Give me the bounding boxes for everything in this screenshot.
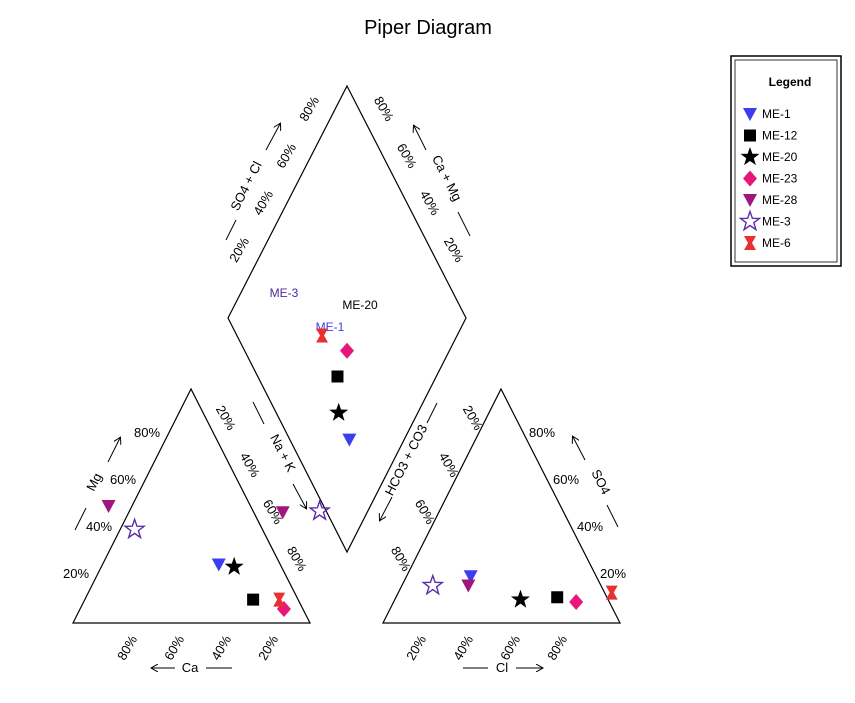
camg-axis-label-group: Ca + Mg <box>414 126 471 237</box>
anion-triangle <box>382 387 621 624</box>
so4-tick-80: 80% <box>529 425 555 440</box>
camg-tick-80: 80% <box>371 94 397 124</box>
anion-point-me20 <box>510 589 530 608</box>
cl-tick-80: 80% <box>544 632 570 662</box>
so4cl-tick-80: 80% <box>296 93 322 123</box>
legend-label-me12: ME-12 <box>762 129 798 143</box>
chart-title: Piper Diagram <box>364 17 492 39</box>
legend-marker-me20 <box>740 147 760 166</box>
so4cl-tick-60: 60% <box>273 140 299 170</box>
diamond-point-me28 <box>275 506 290 520</box>
anion-point-me12 <box>551 591 564 604</box>
ca-tick-80: 80% <box>114 632 140 662</box>
legend-label-me23: ME-23 <box>762 172 798 186</box>
mg-tick-60: 60% <box>110 472 136 487</box>
legend-label-me6: ME-6 <box>762 236 791 250</box>
cation-point-me1 <box>211 558 226 572</box>
legend-marker-me1 <box>743 108 757 121</box>
cation-point-me12 <box>247 593 260 606</box>
ca-tick-20: 20% <box>255 632 281 662</box>
hco3-axis-label: HCO3 + CO3 <box>382 422 431 498</box>
anion-point-me1 <box>463 570 478 584</box>
so4-tick-60: 60% <box>553 472 579 487</box>
camg-tick-60: 60% <box>394 141 420 171</box>
cl-tick-20: 20% <box>403 632 429 662</box>
so4-tick-40: 40% <box>577 519 603 534</box>
mg-axis-label: Mg <box>83 471 105 494</box>
cl-axis-label: Cl <box>496 660 508 675</box>
so4-axis-label-group: SO4 <box>573 437 619 528</box>
nak-tick-80: 80% <box>284 544 310 574</box>
legend-title: Legend <box>769 75 812 89</box>
cation-point-me28 <box>101 500 116 513</box>
hco3-tick-20: 20% <box>460 403 486 433</box>
diamond-point-me1 <box>342 433 357 447</box>
ca-tick-60: 60% <box>161 632 187 662</box>
so4-axis-label: SO4 <box>588 467 613 497</box>
diamond-point-me23 <box>340 342 354 359</box>
cl-tick-40: 40% <box>450 632 476 662</box>
diamond-point-me3 <box>308 498 332 521</box>
nak-tick-40: 40% <box>237 450 263 480</box>
legend-label-me28: ME-28 <box>762 193 798 207</box>
diamond-point-me6 <box>316 328 329 343</box>
cl-axis-label-group: Cl <box>463 660 542 675</box>
mg-tick-20: 20% <box>63 566 89 581</box>
legend-marker-me6 <box>744 236 756 250</box>
anion-point-me3 <box>421 573 445 596</box>
legend-label-me20: ME-20 <box>762 150 798 164</box>
ca-axis-label: Ca <box>182 660 199 675</box>
hco3-ticks: 20% 40% 60% 80% <box>388 403 486 574</box>
so4-tick-20: 20% <box>600 566 626 581</box>
ca-tick-40: 40% <box>208 632 234 662</box>
so4-ticks: 20% 40% 60% 80% <box>529 425 626 581</box>
mg-tick-80: 80% <box>134 425 160 440</box>
nak-tick-20: 20% <box>213 403 239 433</box>
legend-label-me1: ME-1 <box>762 107 791 121</box>
ca-ticks: 80% 60% 40% 20% <box>114 632 281 662</box>
camg-tick-20: 20% <box>441 235 467 265</box>
cation-triangle <box>72 387 311 624</box>
legend-marker-me12 <box>744 129 756 142</box>
camg-tick-40: 40% <box>417 188 443 218</box>
anion-point-me28 <box>461 579 476 593</box>
point-label-me20: ME-20 <box>342 298 378 312</box>
so4cl-tick-40: 40% <box>250 187 276 217</box>
point-label-me3: ME-3 <box>270 286 299 300</box>
mg-ticks: 20% 40% 60% 80% <box>63 425 160 581</box>
anion-point-me6 <box>605 585 618 600</box>
ca-axis-label-group: Ca <box>152 660 232 675</box>
anion-point-me23 <box>569 593 584 610</box>
cation-point-me6 <box>273 592 286 607</box>
cation-point-me3 <box>123 517 147 540</box>
central-diamond <box>227 84 467 554</box>
hco3-tick-40: 40% <box>436 450 462 480</box>
data-markers <box>101 328 618 617</box>
legend-marker-me3 <box>738 209 762 232</box>
legend-marker-me23 <box>743 170 757 187</box>
legend-inner-box <box>734 59 838 263</box>
diamond-point-me12 <box>331 370 344 383</box>
legend-marker-me28 <box>743 194 757 207</box>
so4cl-axis-label-group: SO4 + Cl <box>225 124 280 241</box>
so4cl-tick-20: 20% <box>226 234 252 264</box>
nak-axis-label: Na + K <box>267 432 299 475</box>
legend-label-me3: ME-3 <box>762 215 791 229</box>
cl-tick-60: 60% <box>497 632 523 662</box>
cl-ticks: 20% 40% 60% 80% <box>403 632 570 662</box>
diamond-point-me20 <box>329 402 349 421</box>
cation-point-me20 <box>224 556 244 575</box>
mg-tick-40: 40% <box>86 519 112 534</box>
mg-axis-label-group: Mg <box>74 438 120 531</box>
